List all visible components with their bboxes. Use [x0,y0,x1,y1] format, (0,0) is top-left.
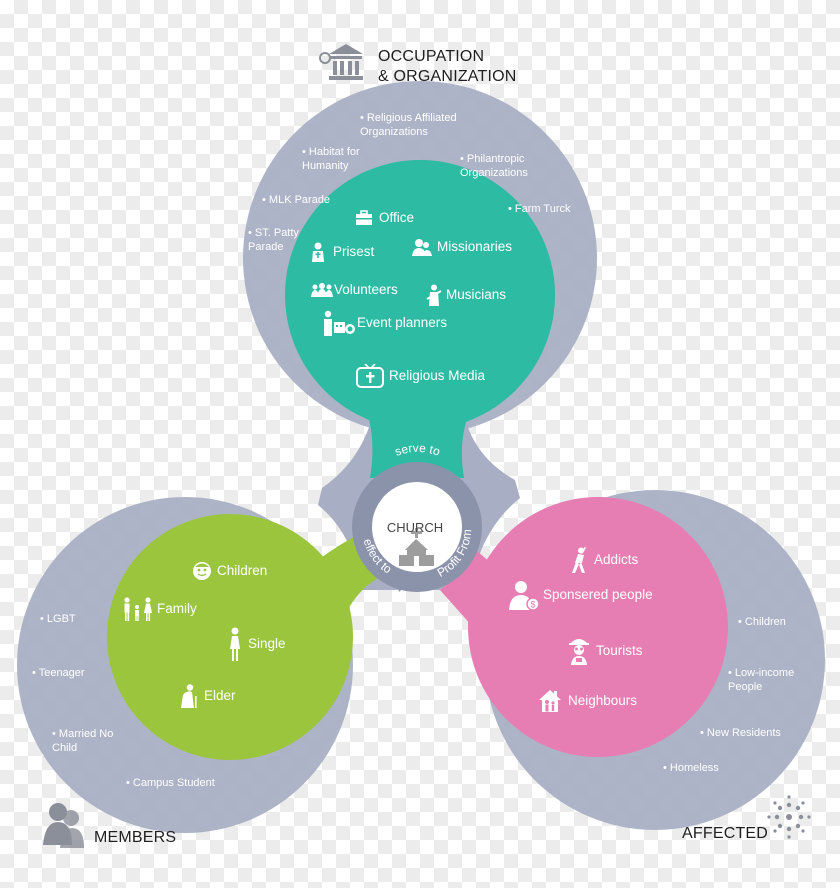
occupation-inner-item: Musicians [424,284,507,306]
occupation-inner-item: Missionaries [412,237,512,257]
addict-icon [569,547,589,573]
neighbours-label: Neighbours [568,692,638,708]
occupation-outer-item: • ST. Patty Parade [248,227,299,253]
addicts-label: Addicts [594,551,639,567]
affected-radiate-icon [767,795,811,839]
occupation-outer-item: • Philantropic Organizations [460,153,528,179]
members-inner-item: Single [228,627,286,661]
volunteers-label: Volunteers [334,281,398,297]
single-person-icon [228,627,242,661]
event-planner-icon [322,310,356,336]
affected-inner-item: Addicts [569,547,638,573]
center-core [373,483,461,571]
affected-inner-item: Neighbours [538,689,637,713]
office-label: Office [379,209,415,225]
arrow-tip-left [365,495,378,510]
church-icon [399,528,434,566]
priest-icon [308,242,328,262]
religious-media-label: Religious Media [389,367,486,383]
affected-category-label: AFFECTED [682,825,769,842]
affected-outer-item: • New Residents [700,727,781,739]
members-inner-circle [107,514,353,760]
members-group-icon [43,803,84,848]
arrow-tip-right [462,500,476,514]
tourist-icon [568,637,590,665]
priest-label: Prisest [333,243,375,259]
affected-outer-item: • Homeless [663,762,719,774]
occupation-inner-tail [360,395,478,478]
serve-to-label: serve to [393,441,442,459]
tourists-label: Tourists [596,642,643,658]
institution-icon [319,44,363,80]
elder-label: Elder [204,687,236,703]
occupation-outer-item: • Religious Affiliated Organizations [360,112,457,138]
volunteers-icon [311,280,333,300]
occupation-inner-item: Prisest [308,242,374,262]
members-outer-item: • Married No Child [52,728,114,754]
members-inner-item: Family [122,597,197,621]
occupation-outer-item: • MLK Parade [262,194,331,206]
children-label: Children [217,562,268,578]
occupation-category-label: OCCUPATION & ORGANIZATION [378,48,517,85]
child-face-icon [192,561,212,581]
missionaries-icon [412,237,432,257]
musicians-label: Musicians [446,286,507,302]
musicians-icon [424,284,444,306]
briefcase-icon [354,208,374,228]
occupation-outer-item: • Farm Turck [508,203,571,215]
occupation-inner-item: Office [354,208,414,228]
house-family-icon [538,689,562,713]
affected-inner-item: Tourists [568,637,643,665]
family-label: Family [157,600,197,616]
sponsered-people-label: Sponsered people [543,586,653,602]
sponsored-person-icon: $ [508,580,540,610]
affected-inner-item: $ Sponsered people [508,580,653,610]
event-planners-label: Event planners [357,314,448,330]
members-outer-item: • Teenager [32,667,85,679]
single-label: Single [248,635,286,651]
occupation-inner-item: Religious Media [356,364,485,388]
church-label: CHURCH [387,520,443,535]
affected-inner-circle [468,497,728,757]
affected-outer-item: • Low-income People [728,667,795,693]
occupation-outer-item: • Habitat for Humanity [302,146,360,172]
affected-outer-item: • Children [738,616,786,628]
missionaries-label: Missionaries [437,238,513,254]
arrow-tip-bottom [396,578,410,592]
occupation-inner-item: Volunteers [311,280,398,300]
center-ring [352,462,482,592]
members-category-label: MEMBERS [94,829,177,846]
family-icon [122,597,154,621]
svg-text:$: $ [530,600,535,610]
tv-cross-icon [356,364,384,388]
elder-icon [177,684,199,708]
occupation-inner-circle [285,160,555,430]
members-outer-item: • Campus Student [126,777,215,789]
members-outer-item: • LGBT [40,613,76,625]
members-inner-item: Elder [177,684,236,708]
occupation-inner-item: Event planners [322,310,448,336]
members-inner-item: Children [192,561,267,581]
